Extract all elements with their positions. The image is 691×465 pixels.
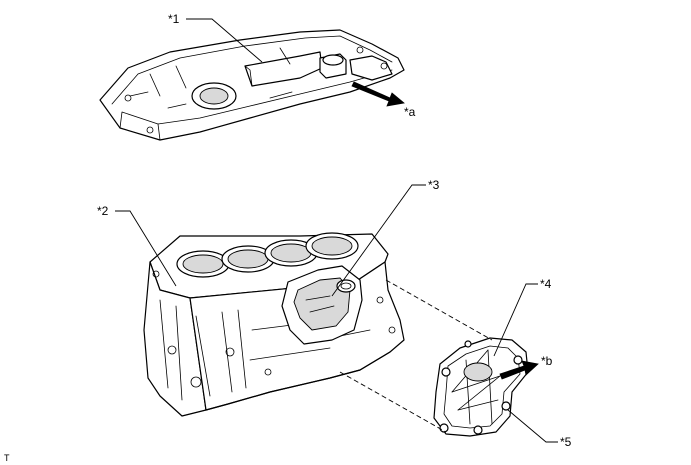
corner-mark: T bbox=[4, 453, 10, 463]
leader-line-2 bbox=[115, 210, 177, 287]
callout-4: *4 bbox=[540, 277, 552, 291]
callout-1: *1 bbox=[168, 12, 180, 26]
water-pump-assembly bbox=[433, 337, 529, 437]
callout-2: *2 bbox=[97, 204, 109, 218]
callout-a: *a bbox=[404, 105, 416, 119]
leader-line-5 bbox=[507, 409, 558, 443]
alignment-line-upper bbox=[385, 279, 493, 341]
cylinder-head-cover bbox=[99, 29, 405, 141]
callout-5: *5 bbox=[560, 435, 572, 449]
callout-b: *b bbox=[541, 354, 553, 368]
alignment-line-lower bbox=[339, 371, 447, 433]
callout-3: *3 bbox=[428, 178, 440, 192]
arrow-a-icon bbox=[351, 81, 405, 107]
leader-line-4 bbox=[493, 283, 538, 357]
leader-line-1 bbox=[186, 18, 263, 63]
arrow-b-icon bbox=[499, 360, 539, 380]
cylinder-block bbox=[143, 232, 405, 417]
leader-line-3 bbox=[331, 184, 426, 297]
